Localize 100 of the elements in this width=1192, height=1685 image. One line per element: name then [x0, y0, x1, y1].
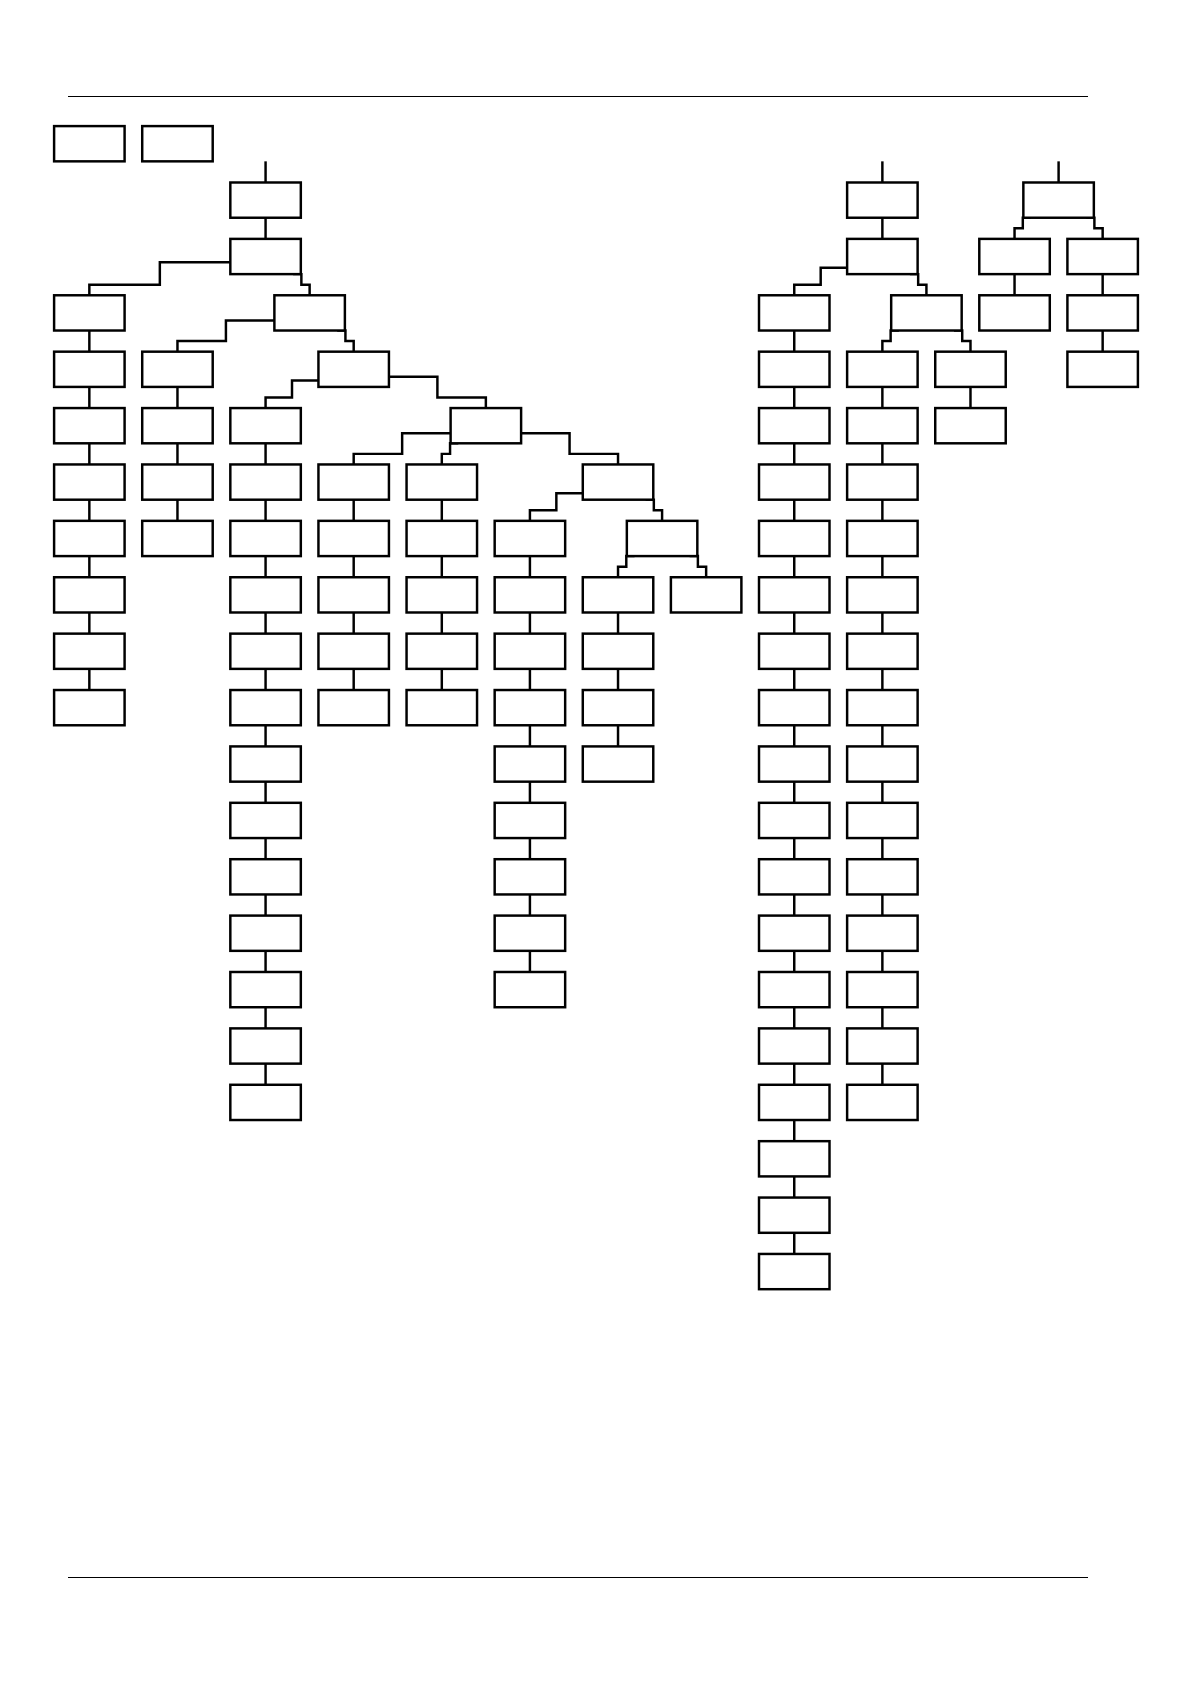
- node-box: [493, 970, 567, 1009]
- node-box: [845, 237, 919, 276]
- node-box: [493, 914, 567, 953]
- node-box: [757, 576, 831, 614]
- node-box: [317, 519, 391, 558]
- node-box: [493, 801, 567, 840]
- node-box: [934, 406, 1007, 445]
- node-box: [52, 576, 126, 614]
- node-box: [757, 1139, 831, 1178]
- node-box: [934, 350, 1007, 389]
- node-box: [52, 519, 126, 558]
- node-box: [845, 745, 919, 783]
- node-box: [493, 688, 567, 727]
- node-box: [317, 688, 391, 727]
- node-box: [140, 350, 214, 389]
- node-box: [140, 519, 214, 558]
- node-box: [493, 745, 567, 783]
- node-box: [52, 632, 126, 671]
- node-box: [845, 632, 919, 671]
- node-box: [581, 745, 655, 783]
- node-box: [845, 406, 919, 445]
- node-box: [978, 294, 1052, 332]
- node-box: [757, 745, 831, 783]
- node-box: [405, 632, 479, 671]
- node-box: [581, 688, 655, 727]
- node-box: [317, 463, 391, 501]
- node-box: [845, 857, 919, 896]
- node-box: [889, 294, 963, 332]
- node-box: [845, 576, 919, 614]
- node-box: [1022, 181, 1096, 219]
- node-box: [52, 688, 126, 727]
- node-box: [273, 294, 347, 332]
- node-box: [581, 632, 655, 671]
- node-box: [229, 801, 303, 840]
- node-box: [140, 463, 214, 501]
- node-box: [317, 350, 391, 389]
- node-box: [845, 350, 919, 389]
- node-box: [845, 1027, 919, 1065]
- node-box: [405, 688, 479, 727]
- node-box: [229, 406, 303, 445]
- node-box: [581, 463, 655, 501]
- node-box: [845, 181, 919, 219]
- node-box: [229, 970, 303, 1009]
- node-box: [1066, 237, 1140, 276]
- node-box: [405, 519, 479, 558]
- node-box: [140, 406, 214, 445]
- node-box: [1066, 294, 1140, 332]
- node-box: [493, 857, 567, 896]
- node-box: [845, 463, 919, 501]
- node-box: [757, 406, 831, 445]
- node-box: [52, 463, 126, 501]
- node-box: [757, 801, 831, 840]
- node-box: [140, 124, 214, 163]
- node-box: [625, 519, 699, 558]
- node-box: [757, 914, 831, 953]
- node-box: [757, 970, 831, 1009]
- node-box: [405, 463, 479, 501]
- node-box: [845, 970, 919, 1009]
- node-box: [229, 1083, 303, 1122]
- node-box: [757, 1196, 831, 1235]
- node-box: [229, 688, 303, 727]
- node-box: [845, 519, 919, 558]
- node-box: [493, 576, 567, 614]
- node-box: [52, 406, 126, 445]
- node-box: [52, 124, 126, 163]
- node-box: [229, 519, 303, 558]
- node-box: [229, 181, 303, 219]
- node-box: [405, 576, 479, 614]
- node-box: [229, 857, 303, 896]
- node-box: [229, 914, 303, 953]
- node-box: [449, 406, 523, 445]
- node-box: [757, 688, 831, 727]
- node-box: [229, 463, 303, 501]
- node-box: [757, 632, 831, 671]
- node-box: [52, 294, 126, 332]
- node-box: [845, 914, 919, 953]
- node-box: [757, 519, 831, 558]
- node-box: [229, 1027, 303, 1065]
- node-box: [317, 576, 391, 614]
- node-box: [757, 1252, 831, 1291]
- node-box: [757, 294, 831, 332]
- node-box: [757, 857, 831, 896]
- node-box: [845, 1083, 919, 1122]
- node-box: [581, 576, 655, 614]
- node-box: [757, 463, 831, 501]
- node-box: [317, 632, 391, 671]
- node-box: [978, 237, 1052, 276]
- node-box: [757, 350, 831, 389]
- node-box: [669, 576, 743, 614]
- node-box: [229, 632, 303, 671]
- node-box: [1066, 350, 1140, 389]
- node-box: [757, 1083, 831, 1122]
- node-box: [229, 237, 303, 276]
- node-box: [229, 745, 303, 783]
- node-box: [493, 632, 567, 671]
- node-box: [757, 1027, 831, 1065]
- node-box: [493, 519, 567, 558]
- node-box: [229, 576, 303, 614]
- node-box: [52, 350, 126, 389]
- node-box: [845, 688, 919, 727]
